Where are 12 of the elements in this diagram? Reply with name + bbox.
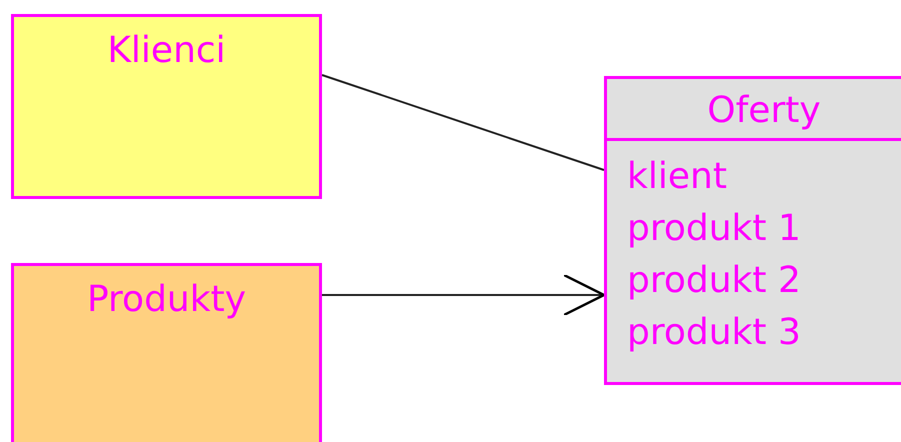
arrow [322, 274, 606, 316]
entity-name: Klienci [106, 31, 227, 71]
entity-box [11, 14, 322, 199]
field-name: produkt 2 [627, 261, 801, 301]
connector-line [322, 74, 604, 171]
field-name: produkt 1 [627, 209, 801, 249]
entity-name: Produkty [86, 280, 248, 320]
table-title: Oferty [706, 91, 822, 131]
field-name: klient [627, 157, 727, 197]
entity-box [11, 263, 322, 442]
table-box [604, 76, 901, 385]
field-name: produkt 3 [627, 313, 801, 353]
